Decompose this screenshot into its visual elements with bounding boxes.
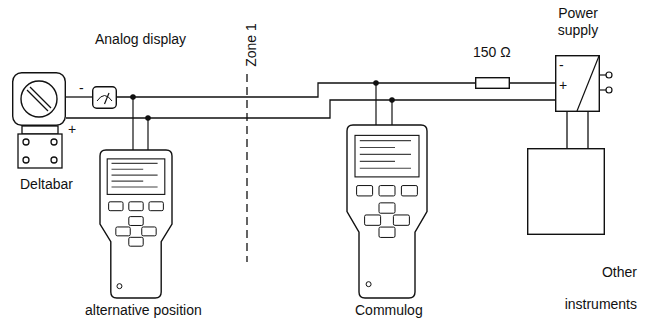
meter-scale	[97, 96, 112, 102]
instrument-box	[527, 148, 605, 235]
transmitter-housing	[13, 73, 66, 126]
cable-wire	[132, 97, 133, 150]
handheld-key	[109, 202, 123, 211]
screen-line	[360, 161, 395, 162]
zone-boundary	[246, 74, 247, 262]
handheld-key	[116, 227, 130, 236]
zone-label: Zone 1	[243, 20, 259, 70]
device-label: Deltabar	[20, 176, 73, 193]
resistor-symbol	[476, 78, 510, 89]
handheld-key	[129, 237, 143, 246]
device-label: Analog display	[95, 31, 186, 48]
power-supply-box	[556, 56, 600, 112]
handheld-screen	[107, 159, 165, 195]
handheld-key	[393, 215, 409, 225]
handheld-terminal	[347, 125, 427, 298]
wire	[117, 83, 475, 97]
box-outline	[476, 78, 510, 89]
resistor-symbol	[475, 77, 510, 89]
handheld-key	[129, 217, 143, 226]
screen-line	[360, 147, 395, 148]
screen-line	[112, 180, 144, 181]
cable-wire	[391, 100, 392, 125]
wire	[66, 96, 92, 97]
handheld-key	[129, 202, 143, 211]
housing-outline	[13, 73, 66, 126]
analog-display: Analog display	[92, 86, 117, 109]
polarity-sign: +	[559, 77, 567, 94]
box-outline	[556, 56, 600, 112]
screen-line	[360, 168, 411, 169]
flange-neck	[22, 126, 58, 134]
box-outline	[528, 149, 605, 235]
handheld-key	[357, 186, 373, 196]
handheld-terminal	[100, 150, 172, 298]
transmitter-housing	[12, 72, 66, 126]
polarity-sign: +	[68, 121, 76, 137]
instrument-box: Other instruments	[527, 148, 605, 235]
handheld-key	[401, 186, 417, 196]
cable-wire	[375, 83, 376, 125]
cover-slot	[30, 87, 51, 108]
handheld-terminal: Commulog	[347, 125, 427, 298]
converter-diagonal	[577, 56, 599, 111]
screen-line	[360, 154, 411, 155]
handheld-led	[117, 284, 122, 289]
resistor-symbol: 150 Ω	[475, 77, 510, 89]
screen-line	[112, 175, 158, 176]
handheld-terminal: alternative position	[100, 150, 172, 298]
terminal	[606, 72, 612, 78]
flange-hole	[23, 157, 29, 163]
device-label: Commulog	[355, 302, 423, 319]
screen-line	[112, 169, 144, 170]
flange-body	[18, 134, 62, 168]
wire	[587, 112, 588, 148]
handheld-key	[379, 186, 395, 196]
flange-hole	[51, 139, 57, 145]
handheld-key	[379, 227, 395, 237]
handheld-led	[366, 282, 371, 287]
screen-line	[112, 186, 158, 187]
flange-hole	[51, 157, 57, 163]
wire	[510, 82, 555, 83]
device-label: alternative position	[85, 302, 202, 319]
handheld-body	[347, 125, 427, 298]
housing-cover	[21, 81, 57, 117]
terminal-lead	[600, 74, 606, 75]
handheld-key	[149, 202, 163, 211]
handheld-screen	[355, 135, 419, 177]
supply-terminals	[600, 72, 612, 93]
power-supply-box: Power supply-+	[555, 55, 600, 112]
device-label: Other instruments	[552, 256, 637, 320]
screen-line	[112, 163, 158, 164]
terminal	[606, 87, 612, 93]
handheld-terminal	[100, 150, 172, 298]
handheld-body	[100, 150, 172, 298]
meter-case	[93, 87, 117, 109]
handheld-key	[365, 215, 381, 225]
terminal-lead	[600, 89, 606, 90]
device-label: Power supply	[543, 5, 613, 39]
handheld-key	[379, 203, 395, 213]
resistor-value: 150 Ω	[473, 44, 511, 61]
flange-hole	[23, 139, 29, 145]
polarity-sign: -	[559, 57, 564, 74]
screen-line	[360, 140, 411, 141]
analog-display	[92, 86, 117, 109]
cover-slot	[27, 90, 48, 111]
polarity-sign: -	[79, 80, 84, 96]
wire	[566, 112, 567, 148]
handheld-terminal	[347, 125, 427, 298]
wire	[66, 100, 555, 118]
meter-needle	[105, 93, 110, 104]
handheld-key	[142, 227, 156, 236]
process-flange	[18, 126, 62, 168]
transmitter-housing: Deltabar	[12, 72, 66, 126]
analog-display	[93, 87, 117, 109]
cable-wire	[147, 118, 148, 150]
instrument-box	[528, 149, 605, 235]
